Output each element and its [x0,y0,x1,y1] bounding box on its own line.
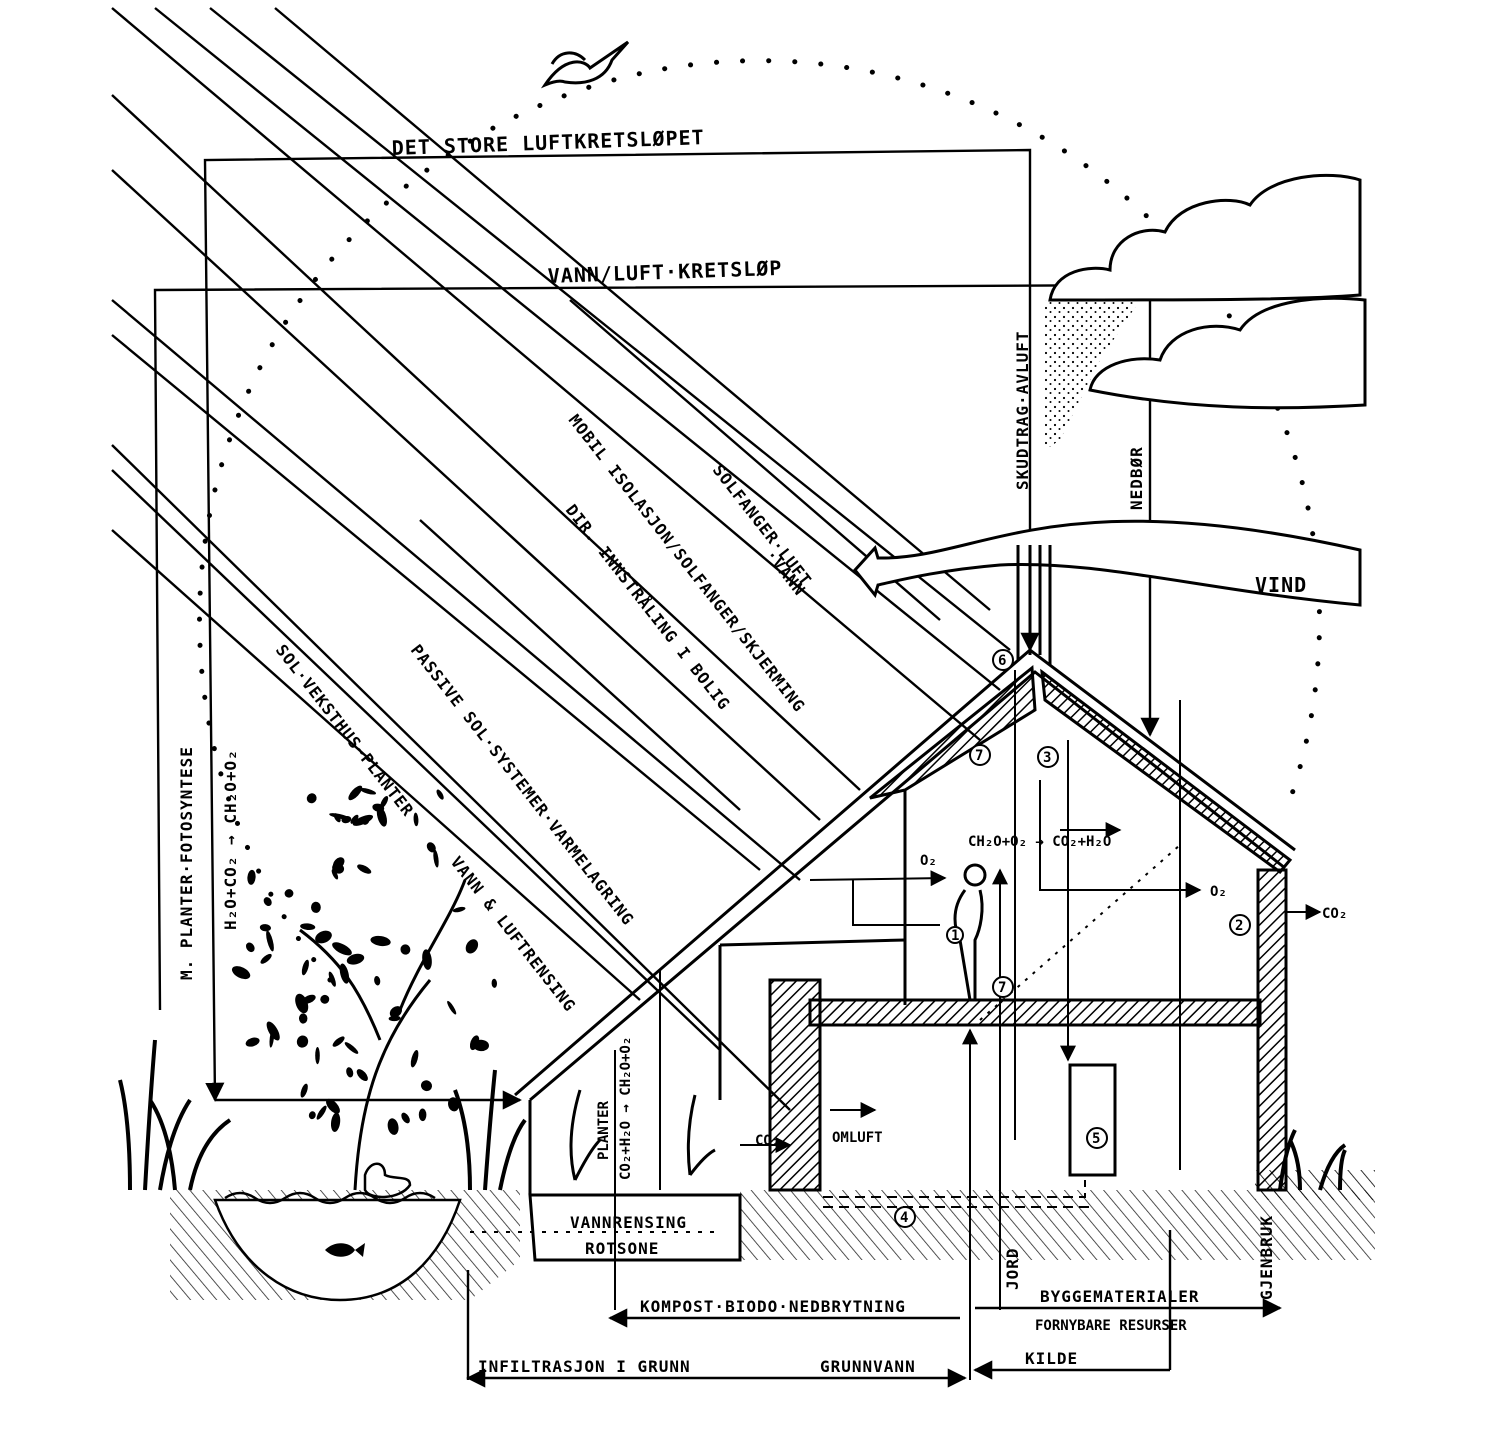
leaf-cluster [463,937,480,956]
leaf-cluster [343,1041,359,1056]
leaf-cluster [419,1108,427,1121]
label-building-materials: BYGGEMATERIALER [1040,1287,1200,1306]
leaf-cluster [247,869,256,885]
label-stack-draft: SKUDTRAG·AVLUFT [1013,331,1032,491]
grass [120,1040,1345,1190]
leaf-cluster [345,1066,354,1078]
marker-7a: 7 [975,748,983,764]
storage-unit [1070,1065,1115,1175]
leaf-cluster [319,993,331,1005]
label-co2-out: CO₂ [1322,906,1347,922]
label-co2-greenhouse: CO₂ [755,1133,780,1149]
label-reuse: GJENBRUK [1257,1215,1276,1300]
leaf-cluster [315,1104,328,1121]
leaf-cluster [259,952,273,965]
leaf-cluster [409,1049,420,1068]
leaf-cluster [413,812,419,826]
leaf-cluster [331,1035,346,1049]
clouds [1050,175,1365,407]
leaf-cluster [330,940,354,958]
house-walls [530,790,1286,1195]
leaf-cluster [284,888,294,898]
leaf-cluster [370,935,392,948]
label-root-zone: ROTSONE [585,1239,659,1258]
label-spring: KILDE [1025,1349,1078,1368]
marker-3: 3 [1043,750,1051,766]
leaf-cluster [265,930,276,952]
leaf-cluster [305,791,319,805]
leaf-cluster [356,863,373,876]
label-infiltration: INFILTRASJON I GRUNN [478,1357,691,1376]
label-water-purification: VANNRENSING [570,1213,687,1232]
leaf-cluster [355,1067,370,1083]
leaf-cluster [308,1110,317,1119]
tree [300,880,465,1190]
label-renewable-resources: FORNYBARE RESURSER [1035,1318,1187,1334]
leaf-cluster [315,1047,320,1064]
label-greenhouse-formula: CO₂+H₂O → CH₂O+O₂ [618,1037,634,1180]
leaf-cluster [262,896,273,908]
label-groundwater: GRUNNVANN [820,1357,916,1376]
label-respiration-formula: CH₂O+O₂ → CO₂+H₂O [968,834,1111,850]
marker-1: 1 [951,928,959,944]
leaf-cluster [244,1036,260,1048]
marker-5: 5 [1092,1131,1100,1147]
leaf-cluster [230,963,252,981]
greenhouse-plants [571,1090,715,1180]
label-plants-photosynthesis: M. PLANTER·FOTOSYNTESE [177,746,196,980]
leaf-cluster [491,979,497,988]
leaf-cluster [300,923,316,931]
leaf-cluster [419,1078,434,1093]
marker-4: 4 [900,1210,908,1226]
label-o2-left: O₂ [920,853,937,869]
leaf-cluster [435,788,445,800]
label-o2-right: O₂ [1210,884,1227,900]
leaf-cluster [295,1034,309,1049]
leaf-cluster [311,902,321,913]
leaf-cluster [259,924,271,932]
leaf-cluster [400,1111,412,1125]
label-compost: KOMPOST·BIODO·NEDBRYTNING [640,1297,906,1316]
marker-6: 6 [998,653,1006,669]
label-wind: VIND [1255,573,1307,597]
marker-2: 2 [1235,918,1243,934]
label-sun-greenhouse: SOL·VEKSTHUS~PLANTER [272,641,418,820]
leaf-cluster [446,1000,458,1016]
leaf-cluster [299,1013,308,1023]
leaf-cluster [373,975,381,985]
leaf-cluster [299,1083,309,1099]
label-water-air-purification: VANN & LUFTRENSING [447,853,580,1016]
label-precipitation: NEDBØR [1127,446,1146,510]
leaf-cluster [330,1112,341,1132]
label-soil: JORD [1003,1247,1022,1290]
leaf-cluster [300,959,310,976]
label-water-air-cycle: VANN/LUFT·KRETSLØP [547,256,782,288]
label-plants-vertical: PLANTER [596,1100,612,1160]
label-circulating-air: OMLUFT [832,1130,883,1146]
leaf-cluster [244,941,256,954]
marker-7b: 7 [998,980,1006,996]
label-photosynthesis-formula: H₂O+CO₂ → CH₂O+O₂ [221,749,240,930]
leaf-cluster [386,1117,400,1136]
leaf-cluster [399,943,412,956]
leaf-cluster [346,784,364,803]
